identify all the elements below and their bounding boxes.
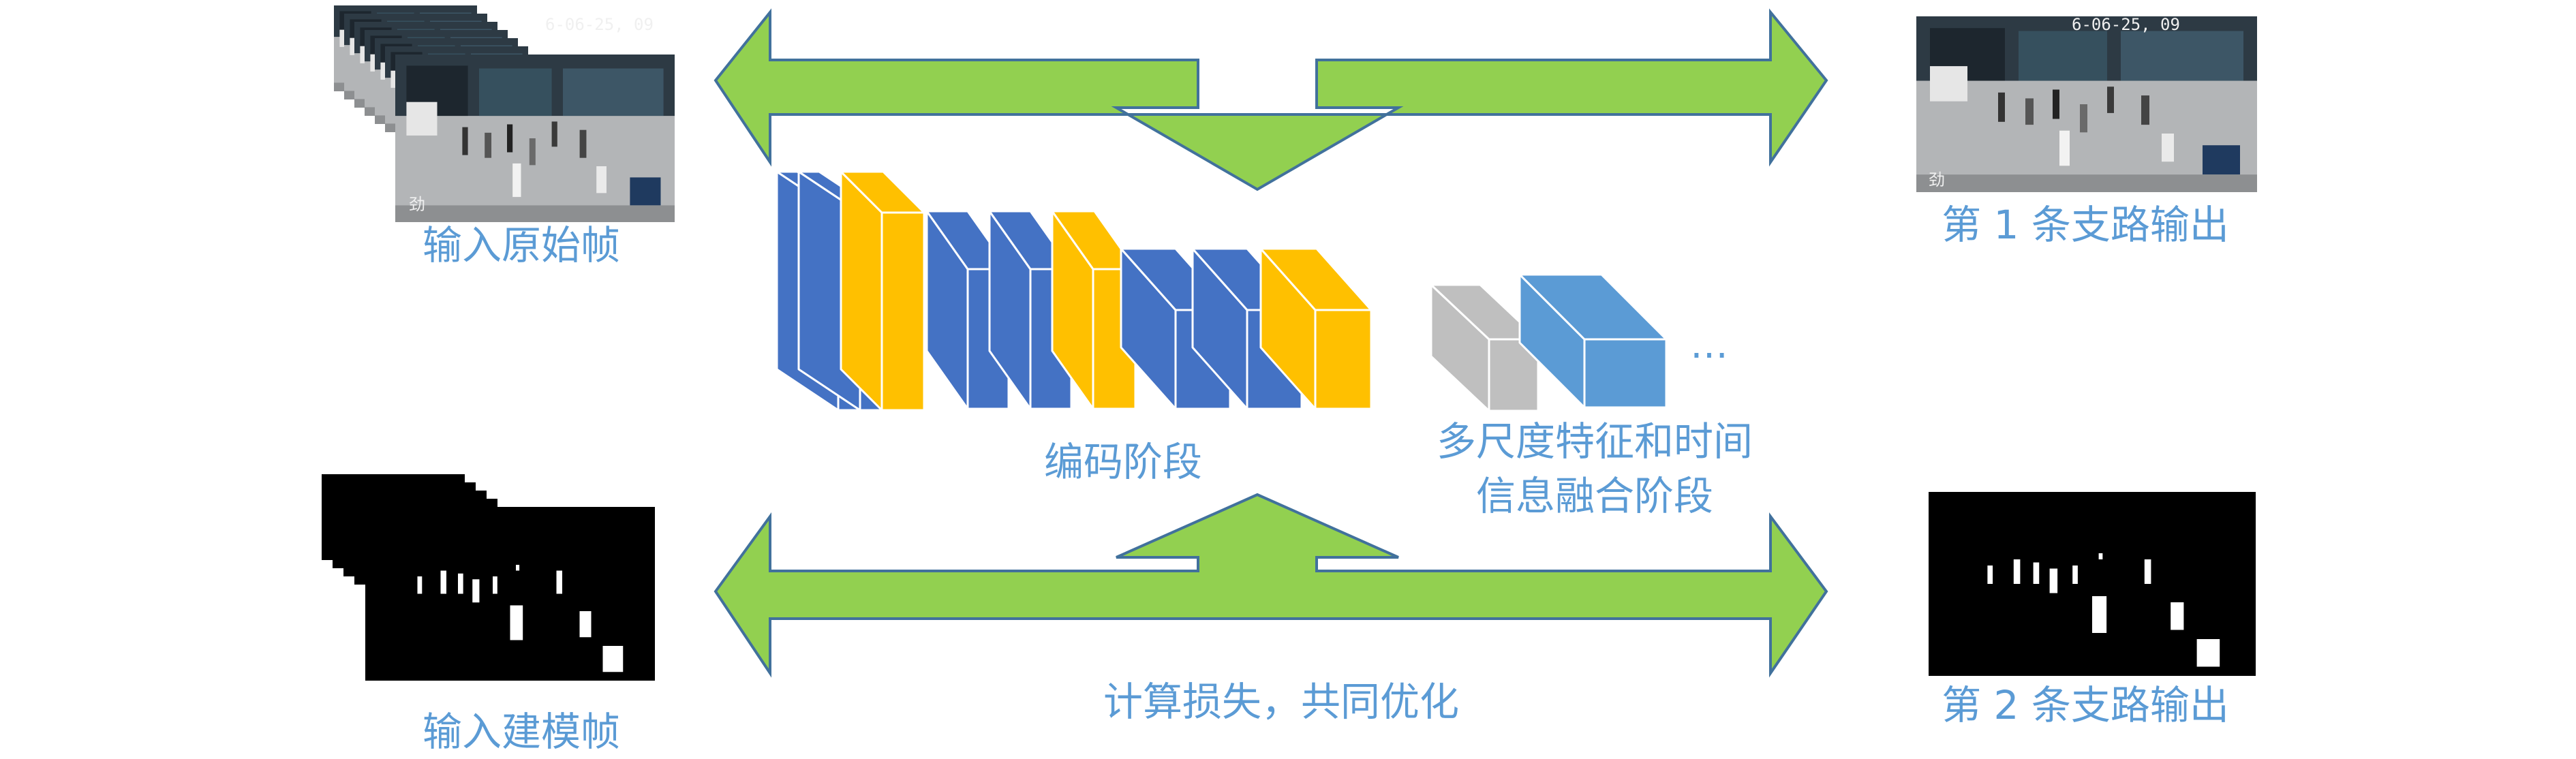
input-raw-frame bbox=[395, 55, 675, 222]
output-1-label: 第 1 条支路输出 bbox=[1942, 202, 2229, 248]
output-1-timestamp: 6-06-25, 09 bbox=[2072, 15, 2180, 34]
output-2-label: 第 2 条支路输出 bbox=[1942, 682, 2229, 728]
output-1-corner-text: 劲 bbox=[1929, 170, 1945, 189]
frame-corner-text: 劲 bbox=[409, 195, 425, 214]
frame-timestamp: 6-06-25, 09 bbox=[545, 15, 654, 34]
input-model-label: 输入建模帧 bbox=[423, 709, 620, 755]
encoder-block-3 bbox=[840, 170, 925, 412]
output-1-frame bbox=[1916, 16, 2257, 192]
input-raw-label: 输入原始帧 bbox=[423, 222, 620, 268]
loss-label: 计算损失，共同优化 bbox=[1103, 679, 1459, 725]
input-model-frames-stack bbox=[322, 474, 655, 681]
encoder-block-9 bbox=[1259, 247, 1373, 410]
fusion-stage-label-line1: 多尺度特征和时间 bbox=[1437, 418, 1753, 465]
bottom-double-arrow bbox=[714, 493, 1828, 678]
fusion-stage-label-line2: 信息融合阶段 bbox=[1476, 473, 1713, 519]
fusion-block-lightblue bbox=[1518, 273, 1668, 409]
fusion-blocks bbox=[1430, 273, 1668, 412]
ellipsis-label: … bbox=[1690, 323, 1728, 367]
encode-stage-label: 编码阶段 bbox=[1044, 439, 1202, 485]
input-model-frame bbox=[365, 507, 655, 681]
input-raw-frames-stack: 6-06-25, 09 劲 bbox=[334, 5, 675, 222]
output-2-frame bbox=[1929, 492, 2256, 676]
top-double-arrow bbox=[714, 8, 1828, 191]
encoder-blocks bbox=[776, 170, 1373, 412]
